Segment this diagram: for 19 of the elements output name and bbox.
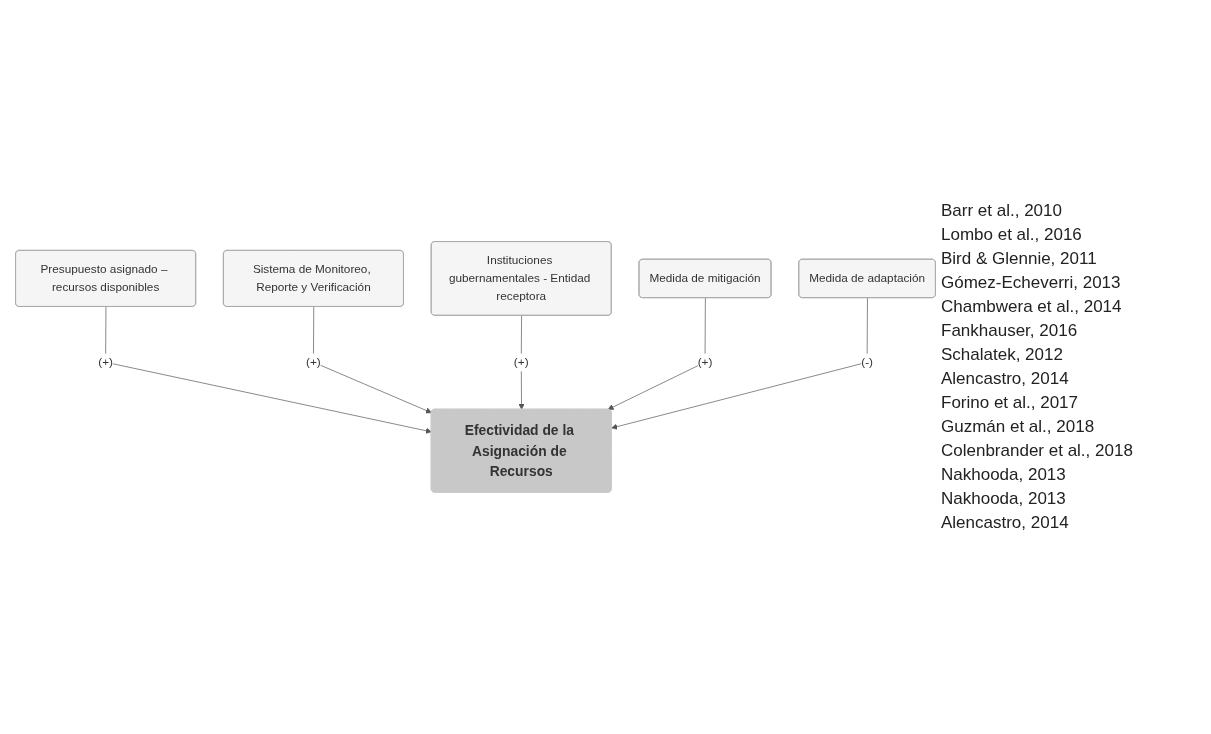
edge-label: (+) [306, 355, 321, 369]
citation: Gómez-Echeverri, 2013 [941, 273, 1122, 293]
citation: Lombo et al., 2016 [941, 225, 1083, 245]
citation: Colenbrander et al., 2018 [941, 441, 1134, 461]
citation: Fankhauser, 2016 [941, 321, 1079, 341]
citation: Forino et al., 2017 [941, 393, 1080, 413]
edge-label: (+) [98, 355, 113, 369]
citation: Schalatek, 2012 [941, 345, 1064, 365]
citation: Alencastro, 2014 [941, 513, 1070, 533]
citation: Guzmán et al., 2018 [941, 417, 1096, 437]
citation: Bird & Glennie, 2011 [941, 249, 1098, 269]
edge-label: (-) [861, 355, 873, 369]
citation: Nakhooda, 2013 [941, 489, 1067, 509]
citation: Alencastro, 2014 [941, 369, 1070, 389]
edge-label: (+) [697, 355, 713, 369]
citation: Barr et al., 2010 [941, 201, 1063, 221]
citation: Chambwera et al., 2014 [941, 297, 1123, 317]
citation: Nakhooda, 2013 [941, 465, 1067, 485]
edge-label: (+) [513, 355, 529, 369]
